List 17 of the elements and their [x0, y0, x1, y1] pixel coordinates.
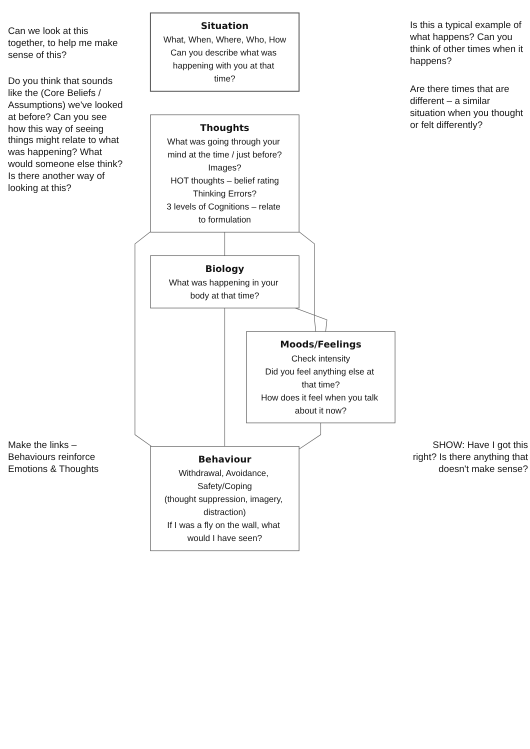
- note-text: Are there times that are different – a similar situation when you thought or felt differently?: [410, 84, 524, 132]
- text-box: Thoughts What was going through your mind at the time / just before? Images? HOT thoughts – belief rating Thinking Errors? 3 levels of Cognitions – relate to formulation: [150, 114, 300, 232]
- connector-line: [224, 232, 226, 256]
- note-text: Do you think that sounds like the (Core Beliefs / Assumptions) we've looked at before? Can you see how this way of seeing things might relate to what was happening? What would someone else think? Is there another way of looking at this?: [8, 76, 124, 195]
- text-box: Behaviour Withdrawal, Avoidance, Safety/Coping (thought suppression, imagery, distraction) If I was a fly on the wall, what would I have seen?: [150, 446, 300, 552]
- note-text: Is this a typical example of what happens? Can you think of other times when it happens?: [410, 20, 524, 68]
- connector-line: [298, 231, 316, 332]
- text-box: Moods/Feelings Check intensity Did you feel anything else at that time? How does it feel when you talk about it now?: [246, 331, 396, 424]
- connector-line: [298, 422, 322, 450]
- text-box: Biology What was happening in your body at that time?: [150, 255, 300, 308]
- connector-line: [294, 308, 328, 332]
- text-box: Situation What, When, Where, Who, How Can you describe what was happening with you at that time?: [150, 12, 300, 92]
- note-text: SHOW: Have I got this right? Is there anything that doesn't make sense?: [412, 440, 528, 476]
- note-text: Can we look at this together, to help me make sense of this?: [8, 26, 119, 62]
- connector-line: [134, 231, 152, 447]
- note-text: Make the links – Behaviours reinforce Emotions & Thoughts: [8, 440, 100, 476]
- connector-line: [224, 308, 226, 447]
